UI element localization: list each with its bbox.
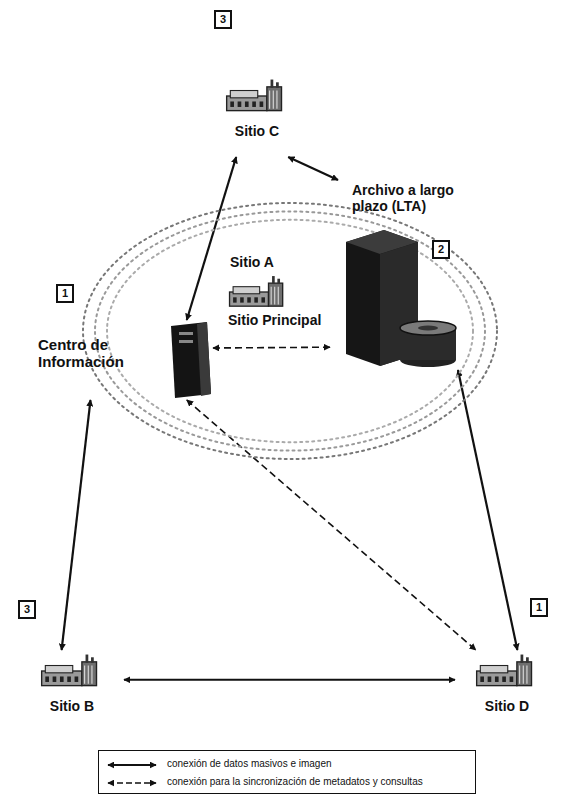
node-label: Sitio C <box>205 123 309 139</box>
site-node: Sitio D <box>455 650 559 735</box>
legend-sample <box>105 759 159 771</box>
callout-number: 3 <box>18 600 36 619</box>
data-connector <box>458 370 517 650</box>
sync-connector <box>213 346 330 348</box>
icon-holder <box>223 77 287 119</box>
site-icon <box>226 274 288 310</box>
node-label: Centro de Información <box>38 336 160 371</box>
site-icon <box>38 652 102 690</box>
data-connector <box>187 157 236 320</box>
callout-number: 2 <box>432 240 450 259</box>
data-connector <box>62 400 91 650</box>
legend-sample-holder <box>105 757 159 769</box>
site-node: Sitio C <box>205 75 309 157</box>
legend-text: conexión de datos masivos e imagen <box>167 758 332 769</box>
site-icon <box>223 77 287 115</box>
node-label: Archivo a largo plazo (LTA) <box>352 182 486 214</box>
sync-connector <box>187 400 476 650</box>
site-node: Sitio B <box>20 650 124 735</box>
information-center: Centro de Información <box>38 320 213 400</box>
legend-sample-holder <box>105 775 159 787</box>
data-connector <box>124 679 455 681</box>
site-icon <box>473 652 537 690</box>
node-label: Sitio A <box>230 254 274 270</box>
node-label: Sitio Principal <box>228 312 321 328</box>
long-term-archive: Archivo a largo plazo (LTA) <box>330 180 490 370</box>
server-icon <box>167 320 213 400</box>
legend-row: conexión de datos masivos e imagen <box>105 754 469 772</box>
icon-holder <box>473 652 537 694</box>
data-connector <box>288 157 338 180</box>
callout-number: 3 <box>214 10 232 29</box>
legend-box: conexión de datos masivos e imagen conexi… <box>98 750 476 794</box>
icon-holder <box>226 274 288 314</box>
legend-row: conexión para la sincronización de metad… <box>105 772 469 790</box>
legend-sample <box>105 777 159 789</box>
callout-number: 1 <box>56 284 74 303</box>
node-label: Sitio B <box>20 698 124 714</box>
icon-holder <box>38 652 102 694</box>
icon-holder <box>167 320 213 404</box>
node-label: Sitio D <box>455 698 559 714</box>
callout-number: 1 <box>530 598 548 617</box>
legend-text: conexión para la sincronización de metad… <box>167 776 423 787</box>
